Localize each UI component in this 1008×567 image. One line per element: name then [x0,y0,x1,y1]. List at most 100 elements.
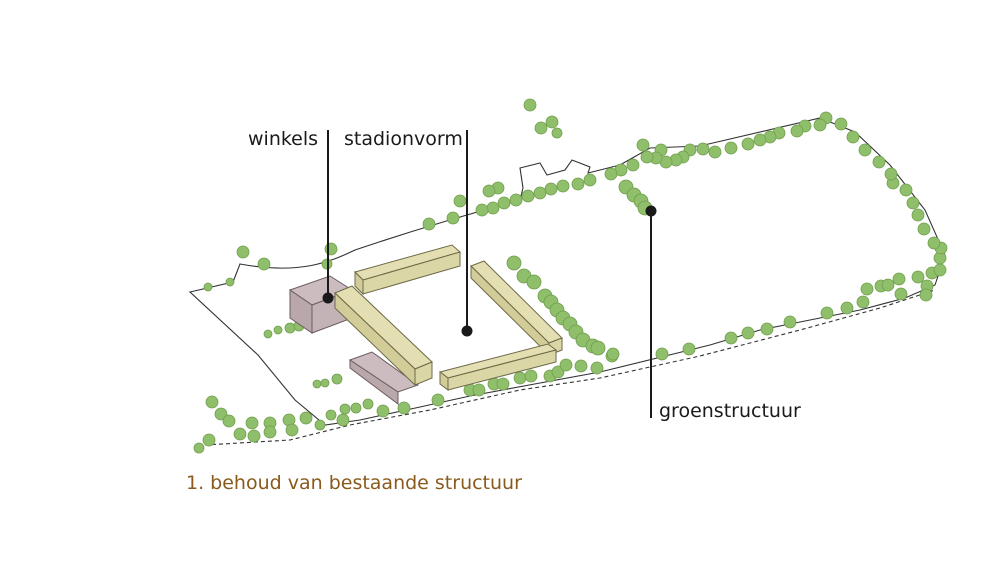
tree [858,143,872,157]
tree [336,413,350,427]
tree [431,393,445,407]
tree [497,196,511,210]
site-boundary [188,117,946,446]
tree [911,208,925,222]
tree [247,429,261,443]
tree [526,274,542,290]
tree [840,301,854,315]
tree [590,361,604,375]
tree [475,203,489,217]
tree [892,272,906,286]
tree [551,127,563,139]
tree [506,255,522,271]
tree [708,145,722,159]
tree [724,141,738,155]
tree [846,130,860,144]
tree [872,155,886,169]
tree [927,236,941,250]
buildings [288,244,563,405]
tree [856,295,870,309]
tree [682,342,696,356]
tree [486,201,500,215]
shop-annex-side [349,359,399,405]
tree [524,369,538,383]
tree [606,347,620,361]
tree [339,403,351,415]
tree [325,409,337,421]
tree [917,222,931,236]
tree [299,411,313,425]
tree [472,383,486,397]
tree [376,404,390,418]
tree [397,401,411,415]
label-groenstructuur: groenstructuur [659,400,801,422]
tree [544,182,558,196]
tree [222,414,236,428]
winkels-leader-dot [322,292,334,304]
tree [446,211,460,225]
tree [422,217,436,231]
tree [741,326,755,340]
caption: 1. behoud van bestaande structuur [186,472,522,494]
tree [906,196,920,210]
tree [626,158,640,172]
tree [523,98,537,112]
tree [521,189,535,203]
tree [583,173,597,187]
tree [314,419,326,431]
label-stadionvorm: stadionvorm [344,128,463,150]
tree [203,282,213,292]
tree [604,167,618,181]
tree [724,331,738,345]
tree [753,133,767,147]
label-winkels: winkels [248,128,319,150]
tree [911,270,925,284]
tree [214,407,228,421]
groenstructuur-leader-dot [645,205,657,217]
tree [551,365,565,379]
tree [533,186,547,200]
tree [225,277,235,287]
stadionvorm-leader-dot [461,325,473,337]
stadium-block-south-side [447,349,557,391]
tree [312,379,322,389]
tree [919,288,933,302]
stadium-block-west-side [414,361,433,386]
tree [263,329,273,339]
tree [884,167,898,181]
tree [813,118,827,132]
stadium-block-west-top [334,285,433,370]
tree [320,378,330,388]
tree [285,423,299,437]
tree [273,325,283,335]
tree [205,395,219,409]
tree [899,183,913,197]
tree [513,371,527,385]
tree [696,142,710,156]
stadium-block-north-side [362,251,461,295]
tree [571,177,585,191]
tree [263,425,277,439]
tree [233,427,247,441]
tree [640,150,654,164]
tree [559,358,573,372]
tree [509,193,523,207]
tree [534,121,548,135]
tree [245,416,259,430]
tree [324,242,338,256]
tree [257,257,271,271]
trees [193,98,948,454]
tree [655,347,669,361]
tree [331,373,343,385]
tree [284,322,296,334]
tree [636,138,650,152]
tree [820,306,834,320]
tree [202,433,216,447]
tree [894,287,908,301]
tree [545,115,559,129]
tree [760,322,774,336]
tree [590,340,606,356]
tree [574,359,588,373]
tree [350,402,362,414]
